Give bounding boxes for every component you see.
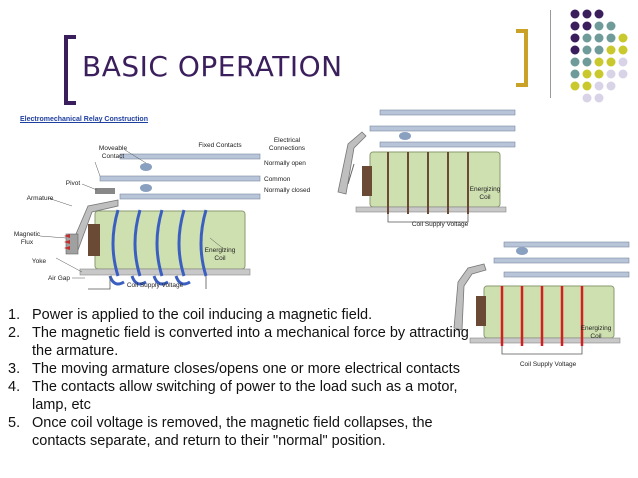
relay-diagram-upper-right bbox=[337, 109, 516, 223]
contact-strips bbox=[99, 153, 261, 200]
label-normally-closed: Normally closed bbox=[264, 187, 311, 194]
label-energizing-coil: Energizing Coil bbox=[204, 247, 236, 262]
label-electrical-connections: Electrical Connections bbox=[268, 137, 306, 152]
label-common: Common bbox=[264, 176, 291, 183]
label-moveable-contact: Moveable Contact bbox=[98, 145, 128, 160]
label-normally-open: Normally open bbox=[264, 160, 306, 167]
list-item: 5.Once coil voltage is removed, the magn… bbox=[8, 415, 433, 449]
contact-no bbox=[140, 163, 152, 171]
dots-row-5 bbox=[570, 57, 628, 67]
relay-diagram-lower-right bbox=[453, 241, 630, 355]
list-item: 2.The magnetic field is converted into a… bbox=[8, 325, 469, 359]
slide-title: BASIC OPERATION bbox=[82, 50, 343, 83]
right-bracket-icon bbox=[516, 29, 528, 87]
label-yoke: Yoke bbox=[31, 258, 47, 265]
relay-diagram-main bbox=[39, 149, 261, 290]
label-coil-supply-voltage-3: Coil Supply Voltage bbox=[519, 361, 577, 368]
label-fixed-contacts: Fixed Contacts bbox=[198, 142, 242, 149]
dots-row-6 bbox=[570, 69, 628, 79]
yoke bbox=[79, 268, 251, 276]
steps-list: 1.Power is applied to the coil inducing … bbox=[8, 306, 478, 450]
list-item: 3.The moving armature closes/opens one o… bbox=[8, 361, 460, 377]
dots-row-1 bbox=[570, 9, 604, 19]
contact-nc bbox=[140, 184, 152, 192]
label-magnetic-flux: Magnetic Flux bbox=[13, 231, 41, 246]
dots-row-4 bbox=[570, 45, 628, 55]
divider-line bbox=[550, 10, 551, 98]
dots-row-7 bbox=[570, 81, 616, 91]
dots-row-3 bbox=[570, 33, 628, 43]
diagram-subtitle: Electromechanical Relay Construction bbox=[20, 116, 148, 123]
flux-arrows bbox=[64, 234, 70, 250]
coil-core bbox=[88, 224, 100, 256]
label-coil-supply-voltage-2: Coil Supply Voltage bbox=[411, 221, 469, 228]
coil-windings bbox=[108, 209, 208, 286]
decorative-dot-grid bbox=[570, 9, 628, 103]
list-item: 4.The contacts allow switching of power … bbox=[8, 379, 458, 413]
label-armature: Armature bbox=[26, 195, 54, 202]
label-energizing-coil-2: Energizing Coil bbox=[469, 186, 501, 201]
pivot bbox=[95, 188, 115, 194]
label-pivot: Pivot bbox=[65, 180, 81, 187]
label-air-gap: Air Gap bbox=[47, 275, 71, 282]
dots-row-8 bbox=[582, 93, 604, 103]
list-item: 1.Power is applied to the coil inducing … bbox=[8, 307, 373, 323]
left-bracket-icon bbox=[64, 35, 76, 105]
label-energizing-coil-3: Energizing Coil bbox=[580, 325, 612, 340]
dots-row-2 bbox=[570, 21, 616, 31]
label-coil-supply-voltage: Coil Supply Voltage bbox=[126, 282, 184, 289]
